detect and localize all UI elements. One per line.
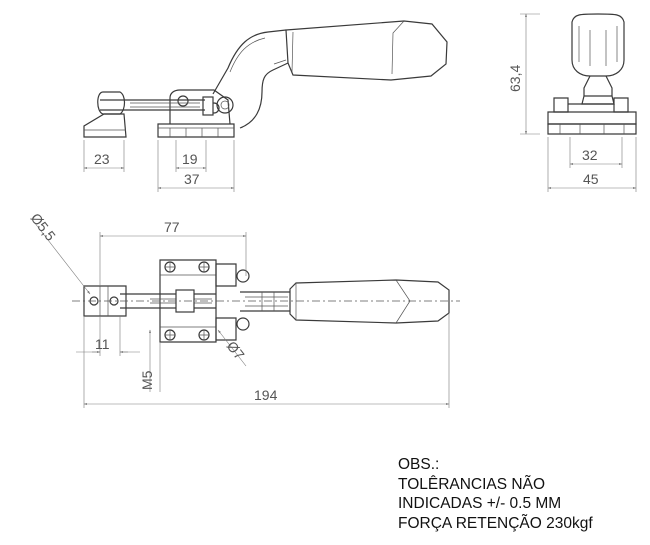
side-catch-plate <box>83 113 127 138</box>
dim-63-4: 63,4 <box>507 65 523 92</box>
drawing-notes: OBS.: TOLÊRANCIAS NÃO INDICADAS +/- 0.5 … <box>398 455 593 533</box>
notes-holding-force: FORÇA RETENÇÃO 230kgf <box>398 514 593 532</box>
dim-23: 23 <box>94 151 110 167</box>
top-mounting-plate <box>159 259 217 343</box>
front-mounting-block <box>547 111 637 125</box>
dim-45: 45 <box>583 171 599 187</box>
top-handle-grip <box>289 279 450 324</box>
notes-tolerance-value: INDICADAS +/- 0.5 MM <box>398 495 562 512</box>
side-view <box>83 20 448 192</box>
front-view-dimensions: 63,4 32 45 <box>507 13 637 190</box>
side-hook <box>97 91 126 115</box>
dim-77: 77 <box>164 219 180 235</box>
dim-m5: M5 <box>139 370 155 390</box>
notes-tolerance-line: TOLÊRANCIAS NÃO <box>398 475 546 493</box>
notes-heading: OBS.: <box>398 456 440 473</box>
dim-19: 19 <box>182 151 198 167</box>
side-handle-grip <box>285 20 448 81</box>
side-base-plate <box>157 123 235 138</box>
dim-37: 37 <box>184 171 200 187</box>
dim-194: 194 <box>254 387 278 403</box>
dim-32: 32 <box>582 147 598 163</box>
dim-11: 11 <box>95 336 110 352</box>
side-arm <box>212 29 287 95</box>
front-base-plate <box>547 123 637 135</box>
side-view-dimensions: 23 19 37 <box>83 151 235 190</box>
front-view <box>520 13 637 192</box>
dim-diameter-5-5: Ø5,5 <box>28 210 59 244</box>
top-hook-plate <box>83 285 127 317</box>
front-handle-grip <box>571 13 625 77</box>
top-view <box>72 232 460 408</box>
